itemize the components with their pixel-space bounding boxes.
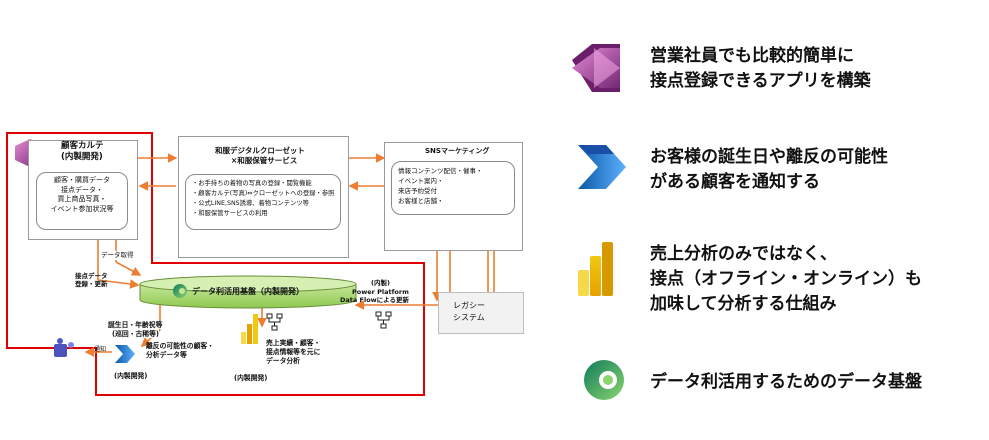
dataverse-icon-small <box>173 284 187 298</box>
pp-label-3: Data Flowによる更新 <box>340 296 409 304</box>
legend-item-automate: お客様の誕生日や離反の可能性 がある顧客を通知する <box>650 147 888 192</box>
touch-label-1: 接点データ <box>75 272 108 280</box>
hierarchy-icon <box>375 311 392 329</box>
power-bi-icon-small <box>241 314 258 344</box>
legend-item-bi: 売上分析のみではなく、 接点（オフライン・オンライン）も 加味して分析する仕組み <box>650 244 922 314</box>
sns-title: SNSマーケティング <box>425 147 490 155</box>
closet-items: ・お手持ちの着物の写真の登録・閲覧機能 ・顧客カルテ(写真)⇔クローゼットへの登… <box>185 174 341 230</box>
notify-label: 通知 <box>94 346 107 353</box>
platform-label: データ利活用基盤（内製開発） <box>192 287 304 296</box>
legacy-line-2: システム <box>453 313 485 322</box>
power-automate-icon <box>578 145 626 189</box>
churn-label-2: 分析データ等 <box>146 351 187 359</box>
inhouse-boundary <box>6 132 425 396</box>
karte-title: 顧客カルテ <box>61 141 104 151</box>
sales-label-2: 接点情報等を元に <box>266 348 321 356</box>
birthday-label-2: (巡回・古稀等) <box>112 330 159 338</box>
sns-items: 情報コンテンツ配信・催事・ イベント案内・ 来店予約受付 お客様と店舗・ <box>391 161 515 215</box>
sales-label-3: データ分析 <box>266 357 300 365</box>
inhouse-pbi-label: (内製開発) <box>234 374 268 382</box>
churn-label-1: 離反の可能性の顧客・ <box>146 342 214 350</box>
karte-items: 顧客・購買データ 接点データ・ 買上商品写真・ イベント参加状況等 <box>36 172 128 230</box>
pp-label-2: Power Platform <box>352 288 409 296</box>
sales-label-1: 売上実績・顧客・ <box>266 339 321 347</box>
power-bi-icon <box>578 242 613 296</box>
power-automate-icon-small <box>115 345 135 363</box>
birthday-label-1: 誕生日・年齢祝等 <box>108 321 163 329</box>
karte-subtitle: (内製開発) <box>61 152 103 162</box>
power-apps-icon <box>572 44 620 92</box>
legacy-system-box: レガシー システム <box>438 292 524 334</box>
data-platform-cylinder <box>139 275 357 309</box>
inhouse-flow-label: (内製開発) <box>114 372 148 380</box>
closet-title-1: 和服デジタルクローゼット <box>215 146 305 155</box>
legend-item-apps: 営業社員でも比較的簡単に 接点登録できるアプリを構築 <box>650 46 871 91</box>
pp-label-1: (内製) <box>371 279 390 287</box>
legacy-line-1: レガシー <box>453 301 485 310</box>
dataverse-icon <box>584 360 624 400</box>
teams-icon <box>54 338 74 357</box>
closet-title-2: ×和服保管サービス <box>231 156 298 165</box>
hierarchy-icon <box>266 313 283 331</box>
data-fetch-label: データ取得 <box>101 251 134 260</box>
legend-item-dataverse: データ利活用するためのデータ基盤 <box>650 372 922 392</box>
touch-label-2: 登録・更新 <box>75 280 108 288</box>
